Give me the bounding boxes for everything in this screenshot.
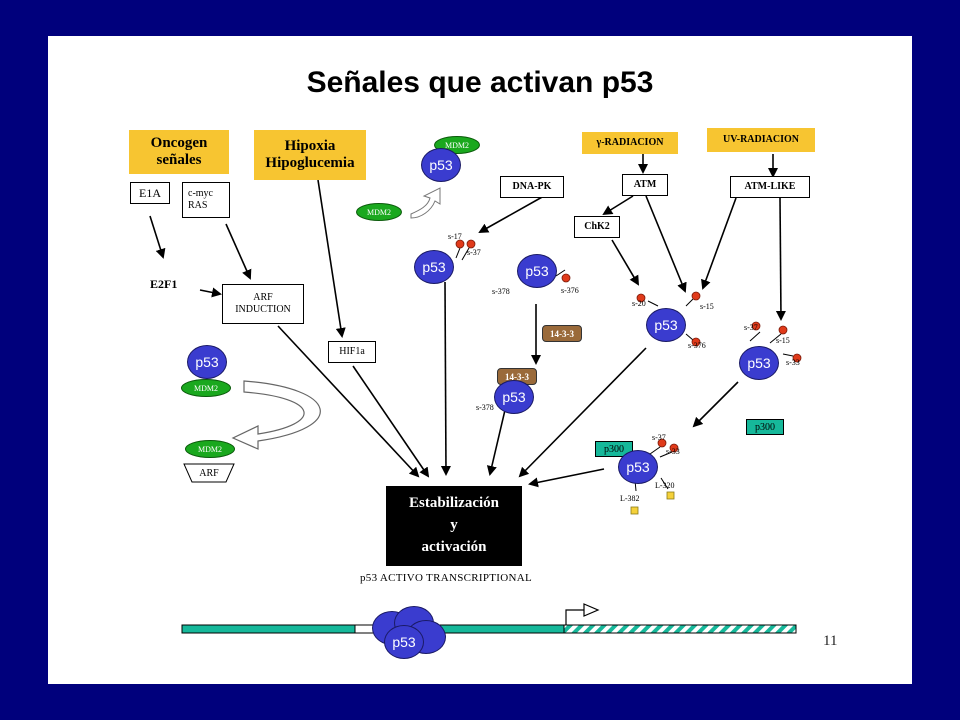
mdm2-left: MDM2 (181, 379, 231, 397)
dna-strand (181, 603, 797, 634)
chk2-box: ChK2 (574, 216, 620, 238)
p300-box-bound: p300 (595, 441, 633, 457)
arrows (149, 154, 786, 488)
p53-active-caption: p53 ACTIVO TRANSCRIPTIONAL (360, 572, 532, 584)
senales-label: señales (156, 152, 202, 168)
activation-label: activación (421, 538, 487, 555)
dnapk-box: DNA-PK (500, 176, 564, 198)
site-s378-1433: s-378 (476, 403, 494, 412)
p300-label-right: p300 (755, 421, 775, 433)
arf-label: ARF (253, 292, 273, 303)
site-s376-center: s-376 (561, 286, 579, 295)
p53-atm-like: p53 (739, 346, 779, 380)
e2f1-label: E2F1 (150, 277, 178, 291)
site-s17: s-17 (448, 232, 462, 241)
stabilization-label: Estabilización (408, 495, 499, 512)
arf-shape (183, 463, 235, 483)
curved-arrows (231, 187, 441, 450)
acetyl-squares (630, 491, 675, 515)
site-s20: s-20 (632, 299, 646, 308)
oncogen-box: Oncogen señales (129, 130, 229, 174)
site-s37-p300: s-37 (652, 433, 666, 442)
gamma-radiation-label: γ-RADIACION (596, 137, 664, 149)
hif1a-label: HIF1a (339, 346, 365, 357)
site-l320: L-320 (655, 481, 675, 490)
ras-label: RAS (188, 200, 208, 211)
atm-box: ATM (622, 174, 668, 196)
site-s15-atmlike: s-15 (776, 336, 790, 345)
p53-dna-bound-front: p53 (384, 625, 424, 659)
site-s15-atm: s-15 (700, 302, 714, 311)
site-s37: s-37 (467, 248, 481, 257)
atm-like-box: ATM-LIKE (730, 176, 810, 198)
p300-box-right: p300 (746, 419, 784, 435)
induction-label: INDUCTION (235, 304, 291, 315)
mdm2-arf: MDM2 (185, 440, 235, 458)
cmyc-label: c-myc (188, 188, 213, 199)
site-s33-atmlike: s-33 (786, 358, 800, 367)
site-s376-atm: s-376 (688, 341, 706, 350)
slide: Señales que activan p53 Oncogen señales … (48, 36, 912, 684)
oncogen-label: Oncogen (150, 134, 208, 151)
hif1a-box: HIF1a (328, 341, 376, 363)
p53-left: p53 (187, 345, 227, 379)
uv-radiation-box: UV-RADIACION (707, 128, 815, 152)
stabilization-box: Estabilización y activación (386, 486, 522, 566)
e1a-box: E1A (130, 182, 170, 204)
atm-like-label: ATM-LIKE (744, 181, 796, 192)
slide-title: Señales que activan p53 (306, 66, 654, 99)
site-l382: L-382 (620, 494, 640, 503)
site-s37-atmlike: s-37 (744, 323, 758, 332)
site-s33-p300: s-33 (666, 447, 680, 456)
dnapk-label: DNA-PK (512, 181, 552, 192)
e1a-label: E1A (139, 185, 161, 200)
cmyc-ras-box: c-myc RAS (182, 182, 230, 218)
p300-label-bound: p300 (604, 443, 624, 455)
mdm2-released: MDM2 (356, 203, 402, 221)
prot-1433-free: 14-3-3 (542, 325, 582, 342)
y-label: y (450, 517, 458, 534)
arf-induction-box: ARF INDUCTION (222, 284, 304, 324)
p53-center: p53 (517, 254, 557, 288)
atm-label: ATM (633, 179, 657, 190)
p53-p300-complex: p53 (618, 450, 658, 484)
hipoxia-label: Hipoxia (284, 137, 336, 154)
slide-number: 11 (823, 633, 838, 649)
p53-atm: p53 (646, 308, 686, 342)
uv-radiation-label: UV-RADIACION (723, 134, 799, 146)
hipoxia-box: Hipoxia Hipoglucemia (254, 130, 366, 180)
phospho-stems (455, 247, 794, 492)
arf-small-label: ARF (199, 467, 219, 479)
p53-phospho-dnapk: p53 (414, 250, 454, 284)
hipoglucemia-label: Hipoglucemia (265, 155, 355, 171)
chk2-label: ChK2 (584, 221, 610, 232)
p53-top: p53 (421, 148, 461, 182)
p53-1433-complex: p53 (494, 380, 534, 414)
site-s378-center: s-378 (492, 287, 510, 296)
gamma-radiation-box: γ-RADIACION (582, 132, 678, 154)
